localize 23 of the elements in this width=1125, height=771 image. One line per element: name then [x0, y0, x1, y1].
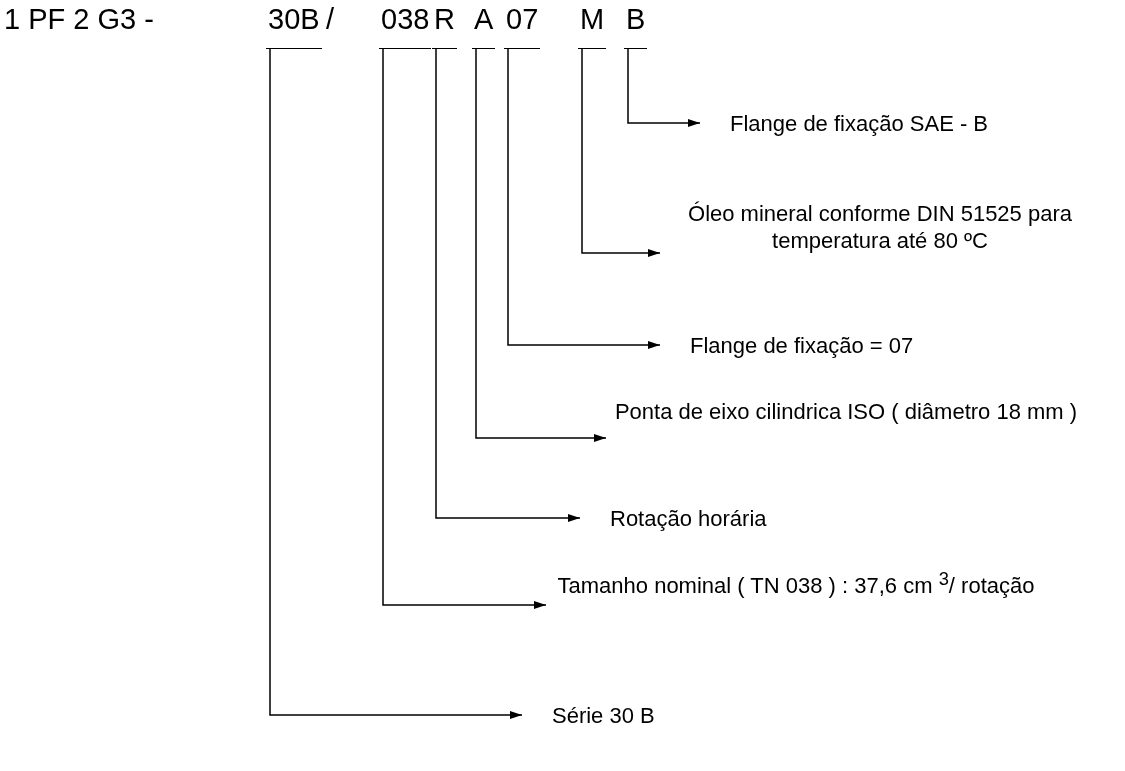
code-segment: 07 — [504, 2, 541, 49]
code-segment: B — [624, 2, 648, 49]
type-code-text: / — [326, 2, 335, 36]
leader-arrow — [382, 48, 547, 609]
leader-arrow — [627, 48, 701, 127]
description-text: Tamanho nominal ( TN 038 ) : 37,6 cm $^{3}$/ rotação — [546, 565, 1046, 600]
description-text: Série 30 B — [522, 702, 852, 729]
leader-arrow — [269, 48, 523, 719]
code-segment: 038 — [379, 2, 432, 49]
leader-arrow — [435, 48, 581, 522]
type-code-text: 1 PF 2 G3 - — [4, 2, 154, 36]
code-segment: R — [432, 2, 457, 49]
leader-arrow — [475, 48, 607, 442]
leader-arrow — [581, 48, 661, 257]
code-segment: A — [472, 2, 496, 49]
leader-arrow — [507, 48, 661, 349]
code-segment: M — [578, 2, 607, 49]
description-text: Ponta de eixo cilindrica ISO ( diâmetro 18 mm ) — [606, 398, 1086, 425]
description-text: Rotação horária — [580, 505, 1010, 532]
description-text: Flange de fixação = 07 — [660, 332, 1090, 359]
description-text: Óleo mineral conforme DIN 51525 para temperatura até 80 ºC — [660, 200, 1100, 254]
description-text: Flange de fixação SAE - B — [700, 110, 1125, 137]
code-segment: 30B — [266, 2, 322, 49]
